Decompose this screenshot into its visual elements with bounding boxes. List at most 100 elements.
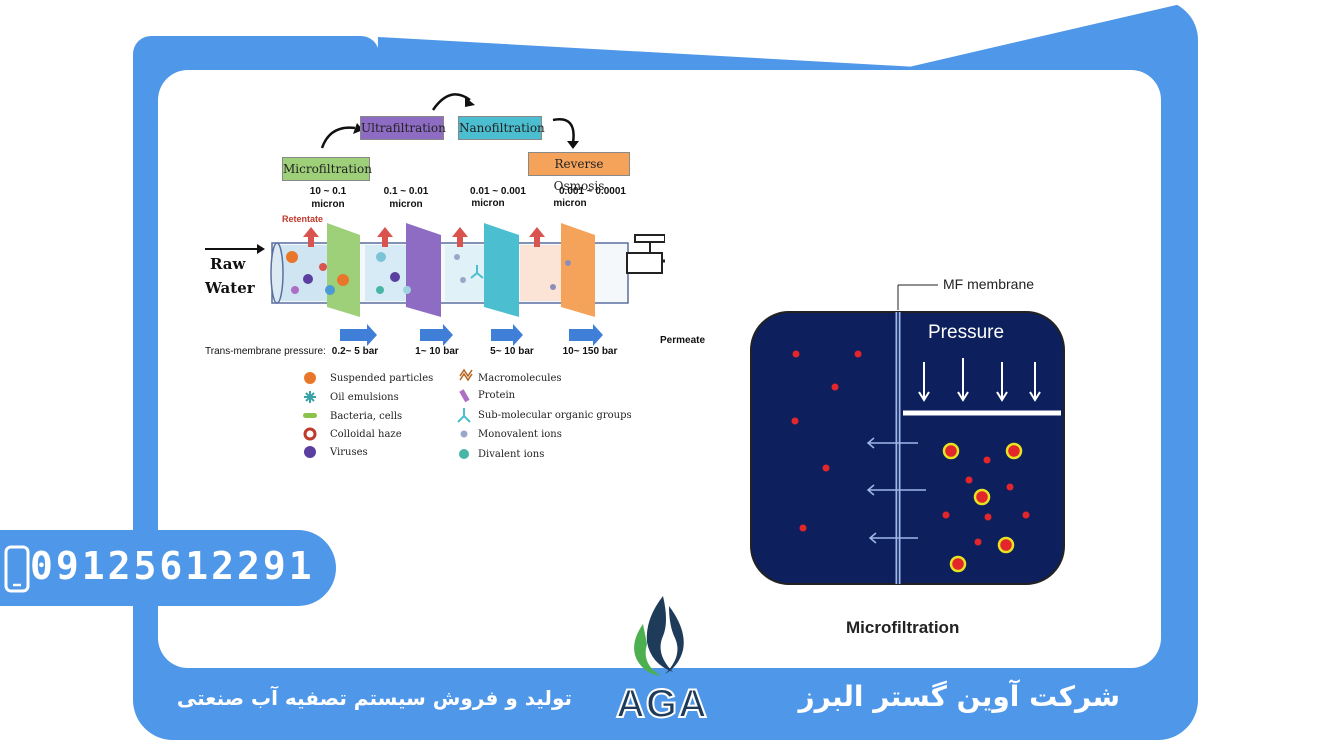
size-range-1: 10 ~ 0.1 [309,186,347,197]
sub-molecular-icon [457,408,471,423]
pressure-arrow-down-icon [957,358,969,402]
flow-arrow-left-icon [866,484,926,496]
legend-protein: Protein [478,390,516,401]
pressure-label-mf: Pressure [928,322,1005,343]
particle [376,286,384,294]
large-particle [942,442,960,460]
membrane-nanofiltration [484,223,519,317]
particle [325,285,335,295]
pressure-arrow-down-icon [996,362,1008,402]
retentate-arrow-2 [377,227,393,247]
size-unit-2: micron [389,199,423,210]
curved-arrow-2 [431,93,471,111]
retentate-arrow-4 [529,227,545,247]
large-particle [997,536,1015,554]
aga-logo: AGA [600,594,720,734]
curved-arrow-3 [552,118,575,144]
flow-arrow-left-icon [866,437,918,449]
membrane-ultrafiltration [406,223,441,317]
mf-membrane-label: MF membrane [943,276,1035,292]
large-particle [973,488,991,506]
protein-icon [459,389,470,403]
size-unit-3: micron [471,198,505,209]
legend-monovalent-ions: Monovalent ions [478,429,562,440]
pressure-2: 1~ 10 bar [415,346,459,357]
legend-oil-emulsions: Oil emulsions [330,392,399,403]
water-drop-logo-icon [634,596,684,676]
small-particle [983,456,991,464]
mf-caption: Microfiltration [846,618,960,637]
macromolecule-icon [459,368,473,382]
flow-arrow-4 [569,324,603,346]
footer-company-name: شرکت آوین گستر البرز [798,680,1120,713]
pressure-1: 0.2~ 5 bar [331,346,379,357]
stage-label-nanofiltration: Nanofiltration [458,116,545,140]
phone-badge[interactable]: 09125612291 [0,530,336,606]
raw-water-label-line2: Water [205,279,255,297]
mf-membrane-figure [750,284,1065,585]
small-particle [942,511,950,519]
faucet-body [626,252,663,274]
particle [337,274,349,286]
retentate-label: Retentate [282,214,324,224]
pipe-section-1 [275,245,335,301]
legend-sub-molecular: Sub-molecular organic groups [478,410,632,421]
oil-emulsion-icon [304,391,316,403]
retentate-arrow-1 [303,227,319,247]
raw-water-arrow-head [257,244,265,254]
legend-divalent-ions: Divalent ions [478,449,545,460]
footer-tagline: تولید و فروش سیستم تصفیه آب صنعتی [176,686,572,710]
curved-arrow-3-head [567,141,579,149]
particle [286,251,298,263]
stage-label-microfiltration: Microfiltration [282,157,372,181]
particle [486,281,500,295]
particle [390,272,400,282]
size-unit-4: micron [553,198,587,209]
membrane-reverse-osmosis [561,223,595,317]
faucet-handle [634,234,665,243]
particle [460,277,466,283]
small-particle [854,350,862,358]
pipe-inlet [270,242,284,304]
pressure-4: 10~ 150 bar [562,346,618,357]
small-particle [791,417,799,425]
flow-arrow-2 [420,324,453,346]
legend-icons [303,368,473,459]
particle [403,286,411,294]
particle [291,286,299,294]
small-particle [792,350,800,358]
large-particle [1005,442,1023,460]
stage-label-reverse-osmosis: Reverse Osmosis [528,152,630,193]
particle [550,284,556,290]
pipe-section-4 [520,245,568,301]
permeate-label: Permeate [660,335,706,346]
particle [376,252,386,262]
pressure-arrow-down-icon [918,362,930,402]
particle [565,260,571,266]
membrane-microfiltration [327,223,360,317]
bacteria-icon [303,413,317,418]
curved-arrow-2-head [465,97,475,107]
legend-bacteria: Bacteria, cells [330,411,403,422]
particle [303,274,313,284]
particle [454,254,460,260]
legend-colloidal-haze: Colloidal haze [330,429,402,440]
flow-arrow-left-icon [868,532,918,544]
flow-arrow-1 [340,324,377,346]
small-particle [974,538,982,546]
curved-arrow-1 [320,126,356,149]
stage-label-ultrafiltration: Ultrafiltration [360,116,446,140]
virus-icon [304,446,316,458]
mobile-phone-icon [4,545,30,593]
small-particle [822,464,830,472]
phone-number[interactable]: 09125612291 [30,544,315,588]
pressure-label: Trans-membrane pressure: [205,346,326,357]
particle [470,265,484,279]
small-particle [799,524,807,532]
aga-logo-text: AGA [615,681,708,727]
small-particle [984,513,992,521]
pressure-3: 5~ 10 bar [490,346,534,357]
size-range-3: 0.01 ~ 0.001 [470,186,526,197]
retentate-arrow-3 [452,227,468,247]
colloidal-haze-icon [303,427,317,441]
